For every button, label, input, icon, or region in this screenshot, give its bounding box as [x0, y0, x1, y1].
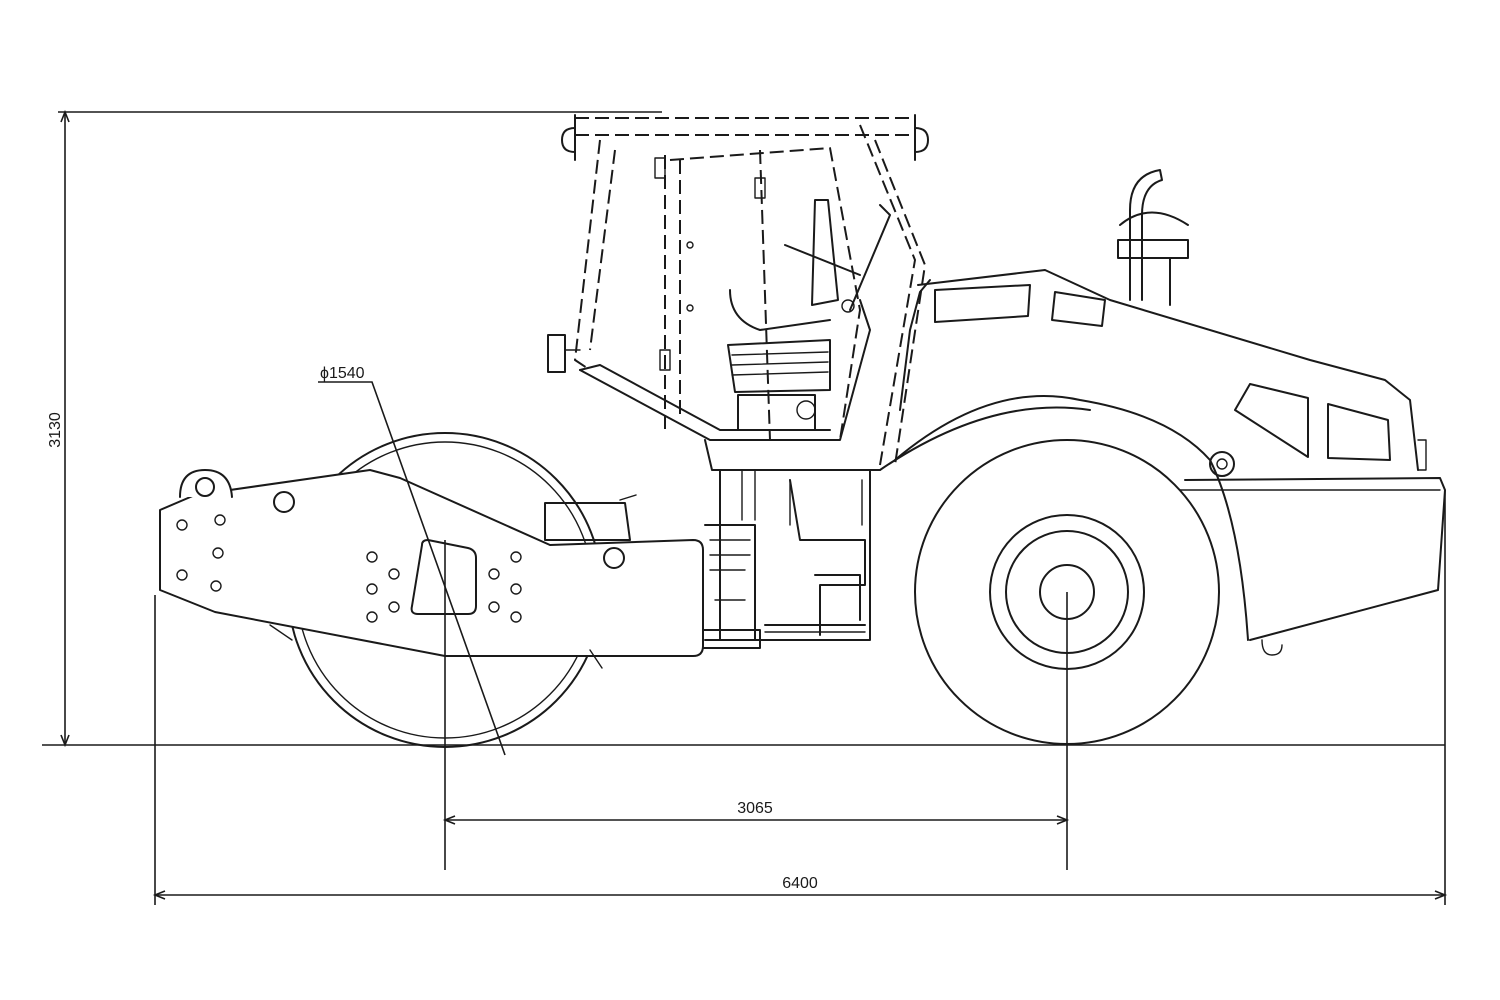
height-dimension-label: 3130 — [47, 412, 64, 448]
operator-cab — [547, 114, 929, 471]
dimension-lines — [58, 109, 1448, 905]
front-frame — [159, 469, 704, 669]
chassis — [699, 469, 871, 649]
overall-length-dimension-label: 6400 — [782, 875, 818, 892]
drum-diameter-label: ϕ1540 — [320, 365, 365, 382]
engine-hood — [879, 169, 1446, 656]
wheelbase-dimension-label: 3065 — [737, 800, 773, 817]
